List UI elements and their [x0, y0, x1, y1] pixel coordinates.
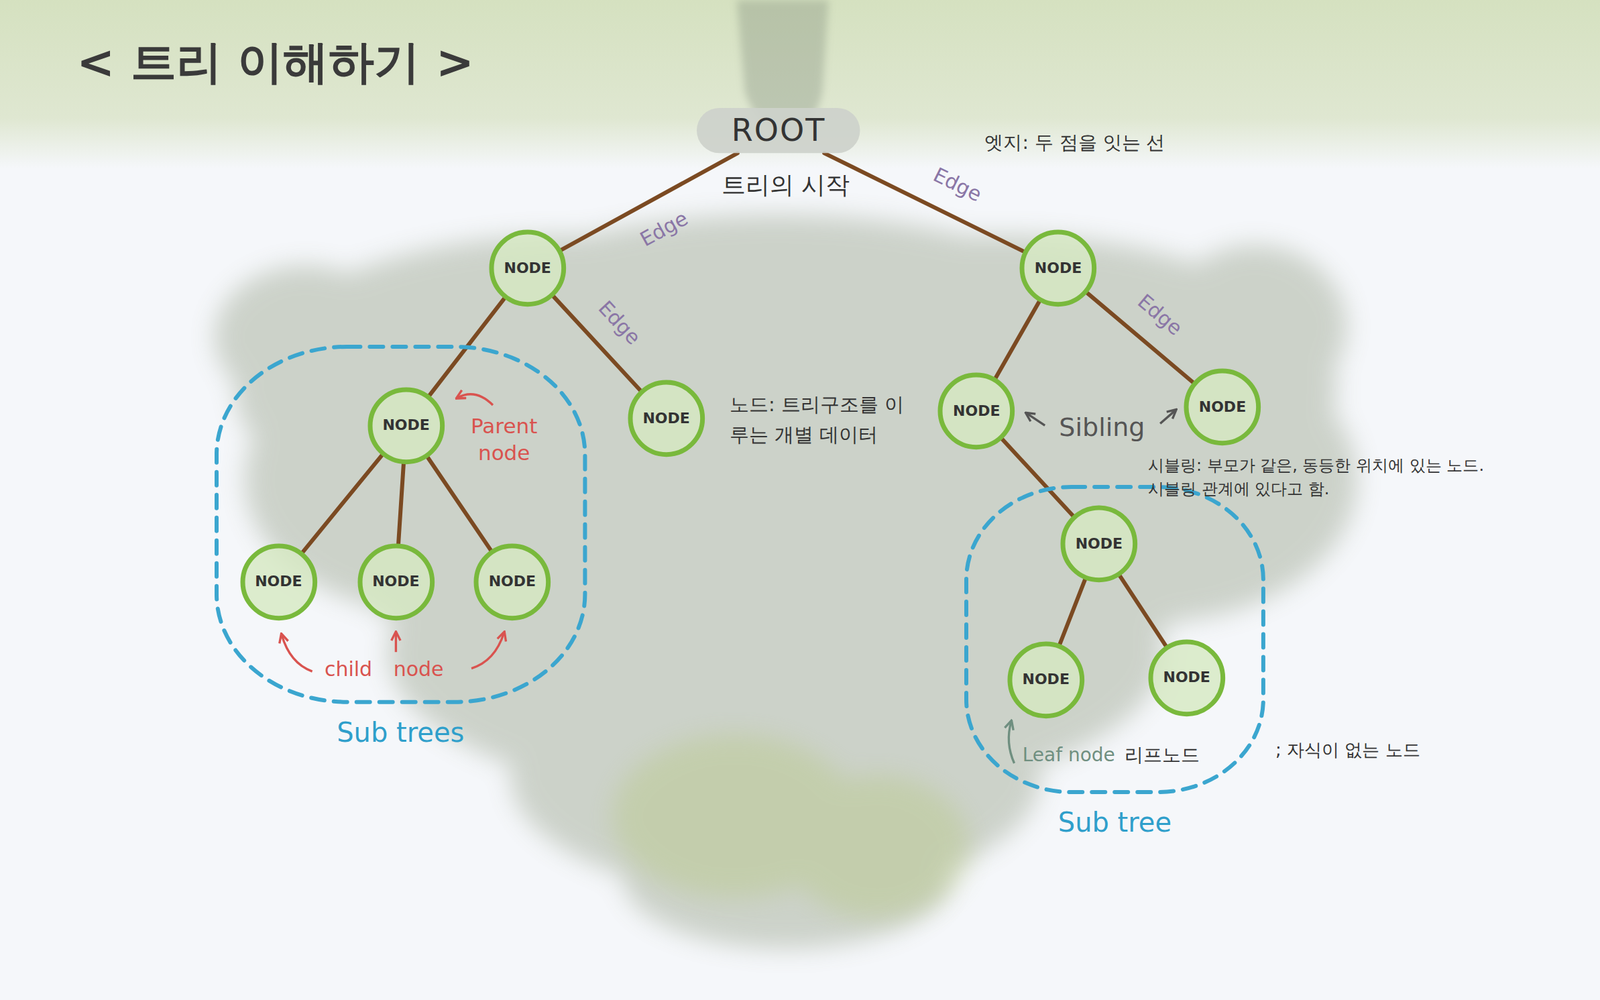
edge-note: 엣지: 두 점을 잇는 선 — [984, 130, 1165, 155]
subtree-heading: Sub trees — [214, 716, 587, 749]
tree-edge — [1002, 439, 1074, 516]
tree-node-circle: NODE — [367, 386, 446, 465]
child-pointer — [394, 632, 397, 652]
tree-node-circle: NODE — [1183, 368, 1262, 446]
node-circle — [1062, 507, 1136, 581]
page-title: < 트리 이해하기 > — [76, 32, 475, 92]
root-pill-shape — [696, 107, 860, 153]
node-label: NODE — [382, 416, 430, 434]
tree-edge — [427, 457, 491, 551]
sibling-note: 시블링: 부모가 같은, 동등한 위치에 있는 노드. 시블링 관계에 있다고 … — [1148, 453, 1491, 501]
subtree-heading: Sub tree — [964, 806, 1266, 839]
edge-label: Edge — [929, 161, 987, 208]
node-label: NODE — [642, 409, 690, 428]
sibling-pointer — [1026, 413, 1045, 426]
node-label: NODE — [254, 572, 302, 591]
node-label: NODE — [952, 402, 1000, 420]
child-pointer — [281, 634, 313, 672]
tree-node-circle: NODE — [1019, 229, 1098, 308]
node-circle — [491, 232, 564, 305]
tree-edge — [1119, 576, 1166, 646]
sibling-label: Sibling — [1058, 411, 1145, 444]
node-circle — [370, 389, 443, 463]
tree-edge — [398, 463, 404, 544]
tree-node-circle: NODE — [488, 229, 567, 308]
tree-edge — [824, 152, 1024, 252]
node-label: NODE — [1075, 535, 1123, 553]
child-pointer — [471, 632, 505, 668]
node-label: NODE — [1162, 668, 1210, 687]
node-circle — [1150, 641, 1224, 715]
tree-edge — [995, 301, 1039, 379]
edge-label: Edge — [635, 204, 693, 253]
tree-node-circle: NODE — [1007, 641, 1085, 719]
node-label: NODE — [488, 572, 536, 591]
sibling-pointer — [1160, 410, 1176, 424]
edge-label: Edge — [1132, 288, 1189, 342]
canopy-highlight — [612, 734, 970, 919]
node-label: NODE — [503, 259, 551, 277]
node-circle — [360, 545, 433, 619]
tree-node-circle: NODE — [1148, 639, 1226, 717]
node-label: NODE — [1198, 398, 1246, 416]
tree-node-circle: NODE — [473, 543, 552, 621]
root-pill: ROOT — [696, 107, 860, 153]
tree-edge — [1059, 579, 1085, 645]
tree-canopy — [214, 214, 1358, 949]
tree-node-circle: NODE — [240, 543, 318, 621]
tree-node-circle: NODE — [937, 372, 1016, 450]
parent-label: Parent node — [457, 412, 552, 467]
root-caption: 트리의 시작 — [721, 169, 850, 202]
parent-pointer — [457, 394, 493, 406]
tree-node-circle: NODE — [1060, 504, 1138, 583]
tree-node-circle: NODE — [357, 543, 436, 621]
child-label: child node — [324, 655, 444, 682]
leaf-pointer — [1008, 721, 1014, 764]
subtree-dashed-outline — [216, 346, 585, 703]
leaf-label-korean: 리프노드 — [1124, 743, 1200, 768]
subtree-dashed-outline — [966, 486, 1264, 792]
node-circle — [630, 382, 703, 455]
node-note: 노드: 트리구조를 이루는 개별 데이터 — [729, 389, 914, 450]
tree-edge — [302, 455, 382, 553]
node-label: NODE — [372, 572, 420, 591]
node-circle — [940, 374, 1013, 448]
node-circle — [1186, 370, 1259, 444]
root-label: ROOT — [731, 111, 826, 149]
node-circle — [476, 545, 549, 619]
grass-band — [0, 0, 1600, 169]
node-circle — [1021, 232, 1095, 305]
edge-label: Edge — [592, 295, 647, 351]
node-label: NODE — [1034, 259, 1082, 277]
node-label: NODE — [1022, 670, 1070, 689]
node-circle — [1009, 643, 1083, 717]
subtree-region: Sub treesNODENODENODENODE — [214, 344, 587, 705]
tree-node-circle: NODE — [627, 379, 706, 458]
leaf-note: ; 자식이 없는 노드 — [1275, 738, 1421, 762]
leaf-label: Leaf node — [1022, 743, 1116, 768]
node-circle — [242, 545, 316, 619]
